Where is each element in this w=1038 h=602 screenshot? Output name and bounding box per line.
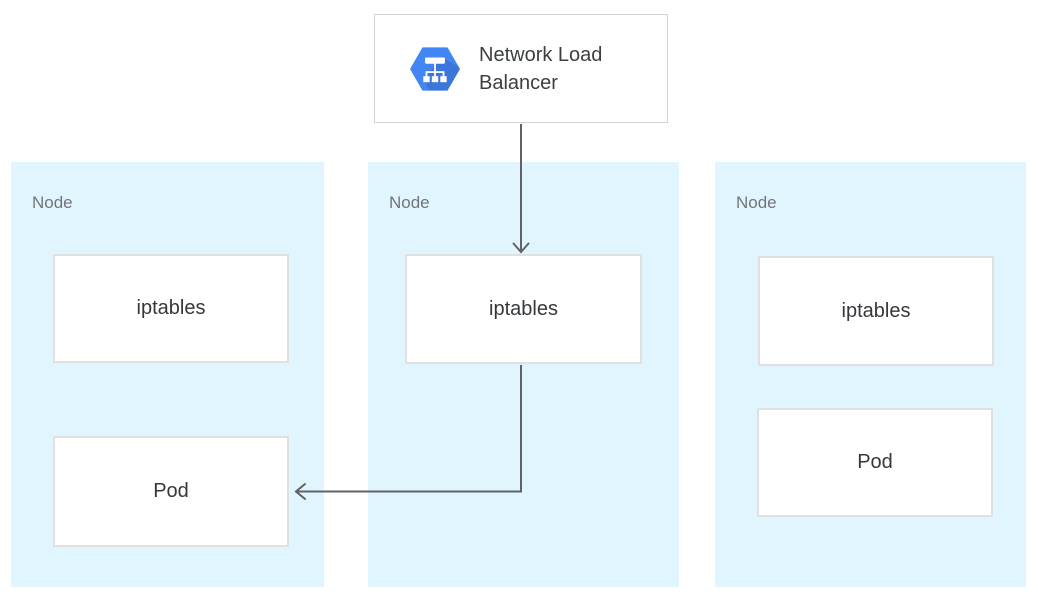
node-3-iptables-label: iptables — [841, 299, 911, 322]
node-panel-2: Node iptables — [368, 162, 679, 587]
node-1-iptables-label: iptables — [136, 297, 206, 319]
node-3-pod-label: Pod — [857, 451, 893, 473]
node-2-label: Node — [389, 193, 430, 212]
load-balancer-hexagon-icon — [410, 46, 460, 91]
node-3-label: Node — [736, 193, 777, 212]
network-load-balancer-box: Network Load Balancer — [374, 14, 668, 123]
node-panel-3: Node iptables Pod — [715, 162, 1026, 587]
node-1-pod-box: Pod — [53, 436, 289, 547]
node-panel-1: Node iptables Pod — [11, 162, 324, 587]
load-balancer-label: Network Load Balancer — [479, 43, 603, 94]
node-1-iptables-box: iptables — [53, 254, 289, 363]
node-2-iptables-box: iptables — [405, 254, 642, 364]
node-3-iptables-box: iptables — [758, 256, 994, 366]
node-3-pod-box: Pod — [757, 408, 993, 517]
node-1-pod-label: Pod — [153, 480, 189, 502]
node-2-iptables-label: iptables — [489, 297, 558, 320]
node-1-label: Node — [32, 193, 73, 212]
